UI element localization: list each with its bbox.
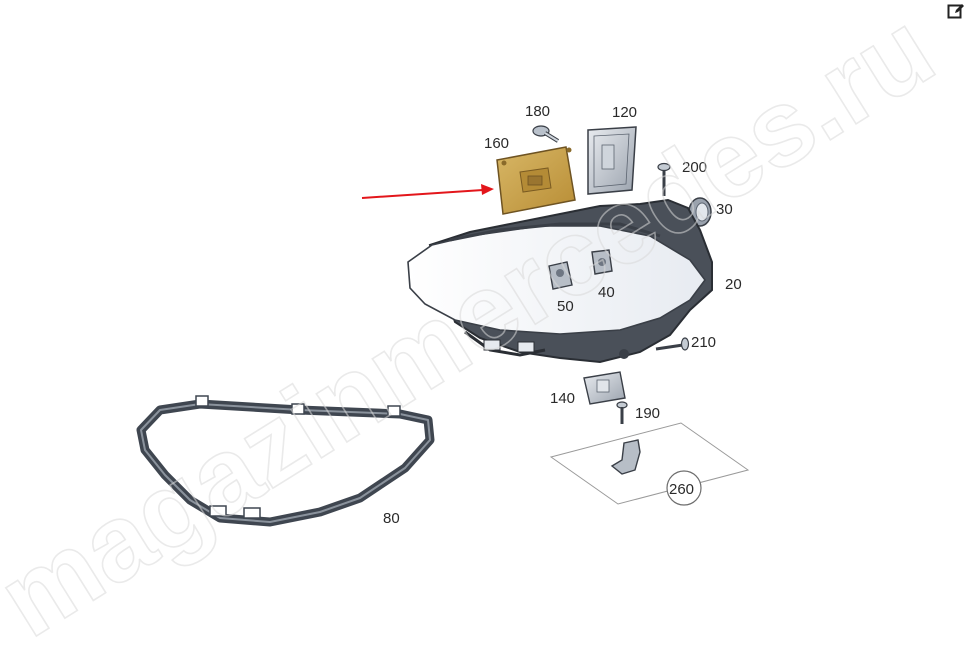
label-180: 180: [525, 103, 550, 120]
part-140-module[interactable]: [583, 371, 626, 405]
label-260: 260: [669, 481, 694, 498]
part-40-holder[interactable]: [591, 249, 613, 275]
label-140: 140: [550, 390, 575, 407]
label-200: 200: [682, 159, 707, 176]
label-50: 50: [557, 298, 574, 315]
part-210-bolt[interactable]: [655, 337, 690, 351]
label-80: 80: [383, 510, 400, 527]
part-260-bracket-set[interactable]: [549, 422, 750, 506]
part-120-control-unit[interactable]: [587, 126, 637, 195]
edit-icon[interactable]: [947, 2, 965, 20]
label-210: 210: [691, 334, 716, 351]
label-40: 40: [598, 284, 615, 301]
part-160-ballast[interactable]: [496, 146, 576, 215]
part-190-screw[interactable]: [616, 401, 628, 424]
part-200-bolt[interactable]: [657, 162, 671, 197]
label-160: 160: [484, 135, 509, 152]
label-30: 30: [716, 201, 733, 218]
part-180-screw[interactable]: [532, 125, 560, 143]
part-80-seal-frame[interactable]: [136, 395, 435, 527]
part-50-holder[interactable]: [548, 261, 573, 290]
label-20: 20: [725, 276, 742, 293]
pointer-arrow: [361, 184, 494, 199]
label-120: 120: [612, 104, 637, 121]
label-190: 190: [635, 405, 660, 422]
